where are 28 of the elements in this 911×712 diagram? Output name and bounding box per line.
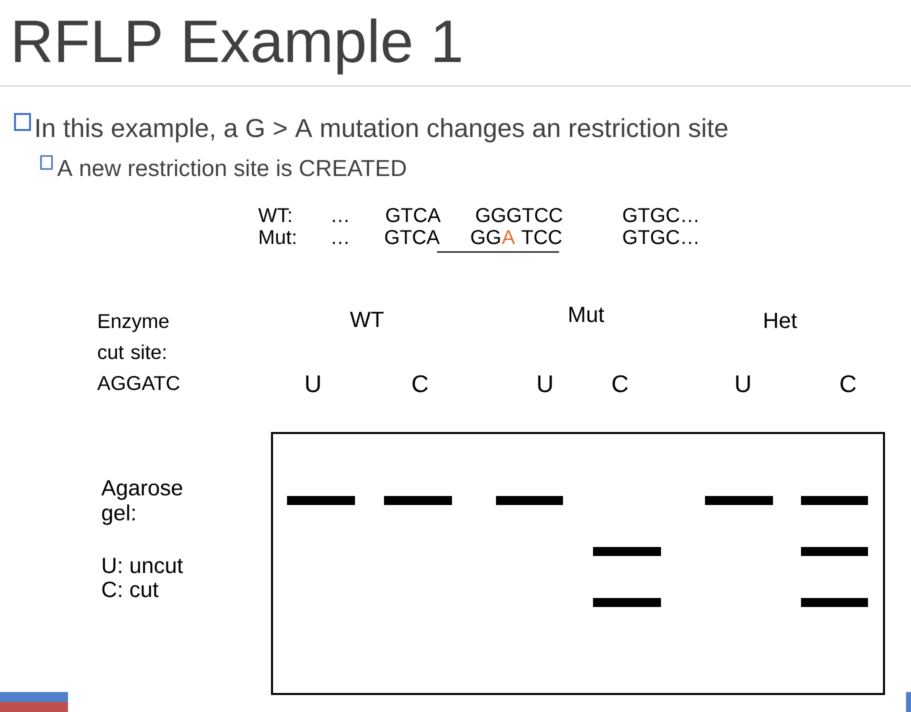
bullet-text: In this example, a G > A mutation changes an restriction site [36,118,728,142]
legend-note: U: uncut [102,558,183,574]
legend-note: C: cut [102,582,158,598]
sequence-text: GTCA [385,230,440,244]
column-header: Mut [569,306,604,322]
title: RFLP Example 1 [15,18,461,74]
sequence-label: WT: [258,208,291,222]
sequence-text: … [332,242,348,244]
lane-label: C [612,375,628,392]
sequence-text: GTCA [386,208,441,222]
column-header: WT [350,312,384,327]
mutated-base: A [502,230,516,244]
gel-note: Agarose gel: [101,480,182,525]
enzyme-note: Enzyme cut site: AGGATC [97,314,180,390]
sequence-text: GTGC… [623,208,698,222]
sequence-text: GGGTCC [476,208,562,222]
lane-label: U [538,375,552,392]
lane-label: C [412,375,428,392]
sequence-text: GTGC… [623,230,698,244]
sequence-text: … [332,220,348,222]
bullet-text: A new restriction site is CREATED [57,159,406,176]
sequence-label: Mut: [260,230,296,244]
sequence-text: GG [471,230,500,244]
lane-label: U [736,375,750,392]
lane-label: U [306,375,320,392]
lane-label: C [840,375,856,392]
column-header: Het [764,312,797,328]
sequence-text: TCC [522,230,562,244]
